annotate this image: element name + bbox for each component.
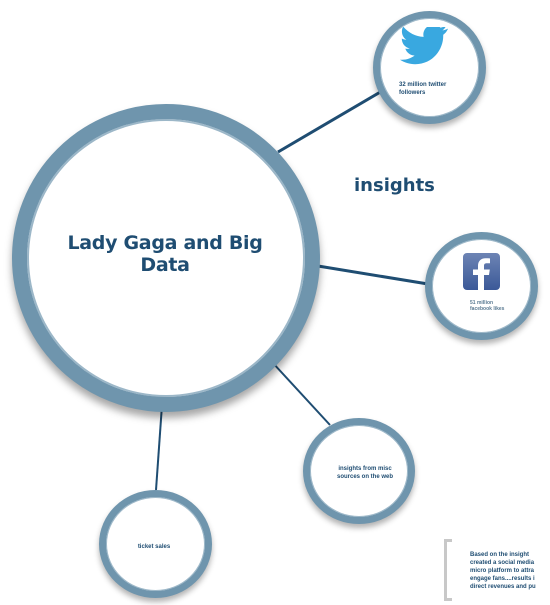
insights-label: insights [354, 175, 435, 196]
central-node-title: Lady Gaga and Big Data [67, 232, 263, 276]
connector-tickets [155, 404, 163, 491]
connector-twitter [277, 89, 383, 154]
ticket-sales-node-text: ticket sales [137, 544, 171, 550]
connector-facebook [317, 264, 429, 286]
ticket-sales-node[interactable] [99, 490, 212, 598]
quote-line: created a social media [470, 560, 535, 566]
facebook-f-icon [463, 253, 500, 290]
twitter-bird-icon [400, 27, 449, 65]
web-insights-node[interactable] [303, 418, 415, 524]
quote-line: engage fans....results i [470, 576, 535, 582]
quote-bracket [444, 539, 452, 601]
web-insights-node-text: insights from misc sources on the web [336, 466, 393, 480]
facebook-node-text: 51 million facebook likes [470, 300, 505, 312]
quote-line: direct revenues and pu [470, 584, 536, 590]
quote-line: micro platform to attra [470, 568, 535, 574]
connector-web [271, 361, 331, 426]
quote-line: Based on the insight [470, 552, 530, 558]
quote-block: Based on the insight created a social me… [470, 551, 550, 601]
twitter-node-text: 32 million twitter followers [399, 82, 447, 96]
